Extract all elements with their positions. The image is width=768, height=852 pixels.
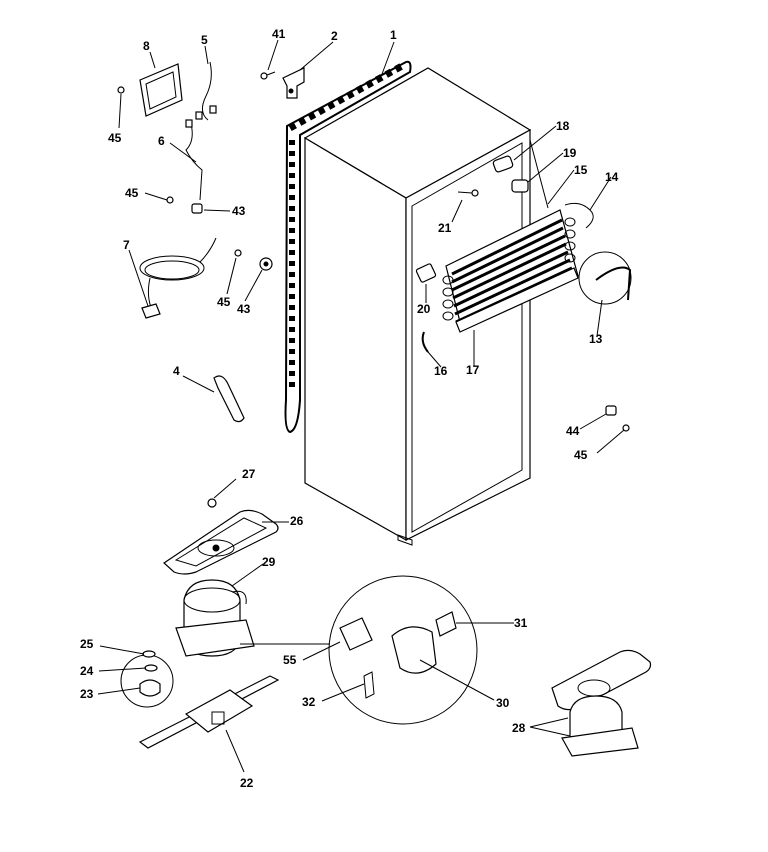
callout-23: 23 — [80, 687, 94, 701]
callout-27: 27 — [242, 467, 256, 481]
callout-43-b: 43 — [237, 302, 251, 316]
panel-8 — [139, 63, 183, 117]
callout-43-a: 43 — [232, 204, 246, 218]
screw-45-d — [622, 424, 630, 432]
callout-8: 8 — [143, 39, 150, 53]
callout-19: 19 — [563, 146, 577, 160]
grommet-19 — [511, 179, 529, 193]
drier-18 — [492, 155, 514, 173]
relay-detail — [240, 575, 478, 725]
callout-14: 14 — [605, 170, 619, 184]
callout-29: 29 — [262, 555, 276, 569]
power-cord — [139, 237, 217, 319]
callout-13: 13 — [589, 332, 603, 346]
callout-1: 1 — [390, 28, 397, 42]
clip-43-a — [191, 203, 203, 214]
clip-44 — [605, 405, 617, 416]
wire-harness — [185, 61, 217, 201]
callout-28: 28 — [512, 721, 526, 735]
callout-22: 22 — [240, 776, 254, 790]
callout-21: 21 — [438, 221, 452, 235]
part-4 — [213, 375, 245, 423]
nut-27 — [207, 498, 217, 508]
callout-2: 2 — [331, 29, 338, 43]
callout-6: 6 — [158, 134, 165, 148]
drain-pan — [163, 509, 279, 575]
callout-45-a: 45 — [108, 131, 122, 145]
cabinet — [303, 67, 532, 546]
callout-41: 41 — [272, 27, 286, 41]
callout-55: 55 — [283, 653, 297, 667]
callout-labels: 1 2 41 8 5 45 6 45 43 7 45 43 4 18 19 15… — [80, 27, 619, 790]
hinge-bracket — [282, 67, 305, 99]
callout-7: 7 — [123, 238, 130, 252]
tube-16 — [421, 331, 429, 353]
screw-45-a — [117, 86, 125, 94]
callout-15: 15 — [574, 163, 588, 177]
callout-16: 16 — [434, 364, 448, 378]
compressor-kit — [551, 649, 652, 757]
callout-31: 31 — [514, 616, 528, 630]
clip-43-b — [259, 257, 273, 271]
screw-41 — [260, 71, 276, 80]
screw-45-b — [166, 196, 174, 204]
screw-21 — [457, 189, 479, 197]
callout-5: 5 — [201, 33, 208, 47]
callout-26: 26 — [290, 514, 304, 528]
screw-45-c — [234, 249, 242, 257]
callout-30: 30 — [496, 696, 510, 710]
callout-45-c: 45 — [217, 295, 231, 309]
callout-32: 32 — [302, 695, 316, 709]
clip-20 — [415, 263, 437, 283]
leader-lines — [97, 39, 625, 773]
condenser-assembly — [442, 139, 594, 333]
base-rail — [138, 675, 280, 749]
callout-18: 18 — [556, 119, 570, 133]
compressor — [175, 579, 255, 657]
callout-25: 25 — [80, 637, 94, 651]
callout-45-d: 45 — [574, 448, 588, 462]
grommet-detail — [120, 650, 174, 708]
callout-44: 44 — [566, 424, 580, 438]
callout-17: 17 — [466, 363, 480, 377]
callout-4: 4 — [173, 364, 180, 378]
callout-20: 20 — [417, 302, 431, 316]
callout-45-b: 45 — [125, 186, 139, 200]
tube-13 — [578, 251, 632, 305]
door-gasket — [284, 60, 412, 434]
callout-24: 24 — [80, 664, 94, 678]
